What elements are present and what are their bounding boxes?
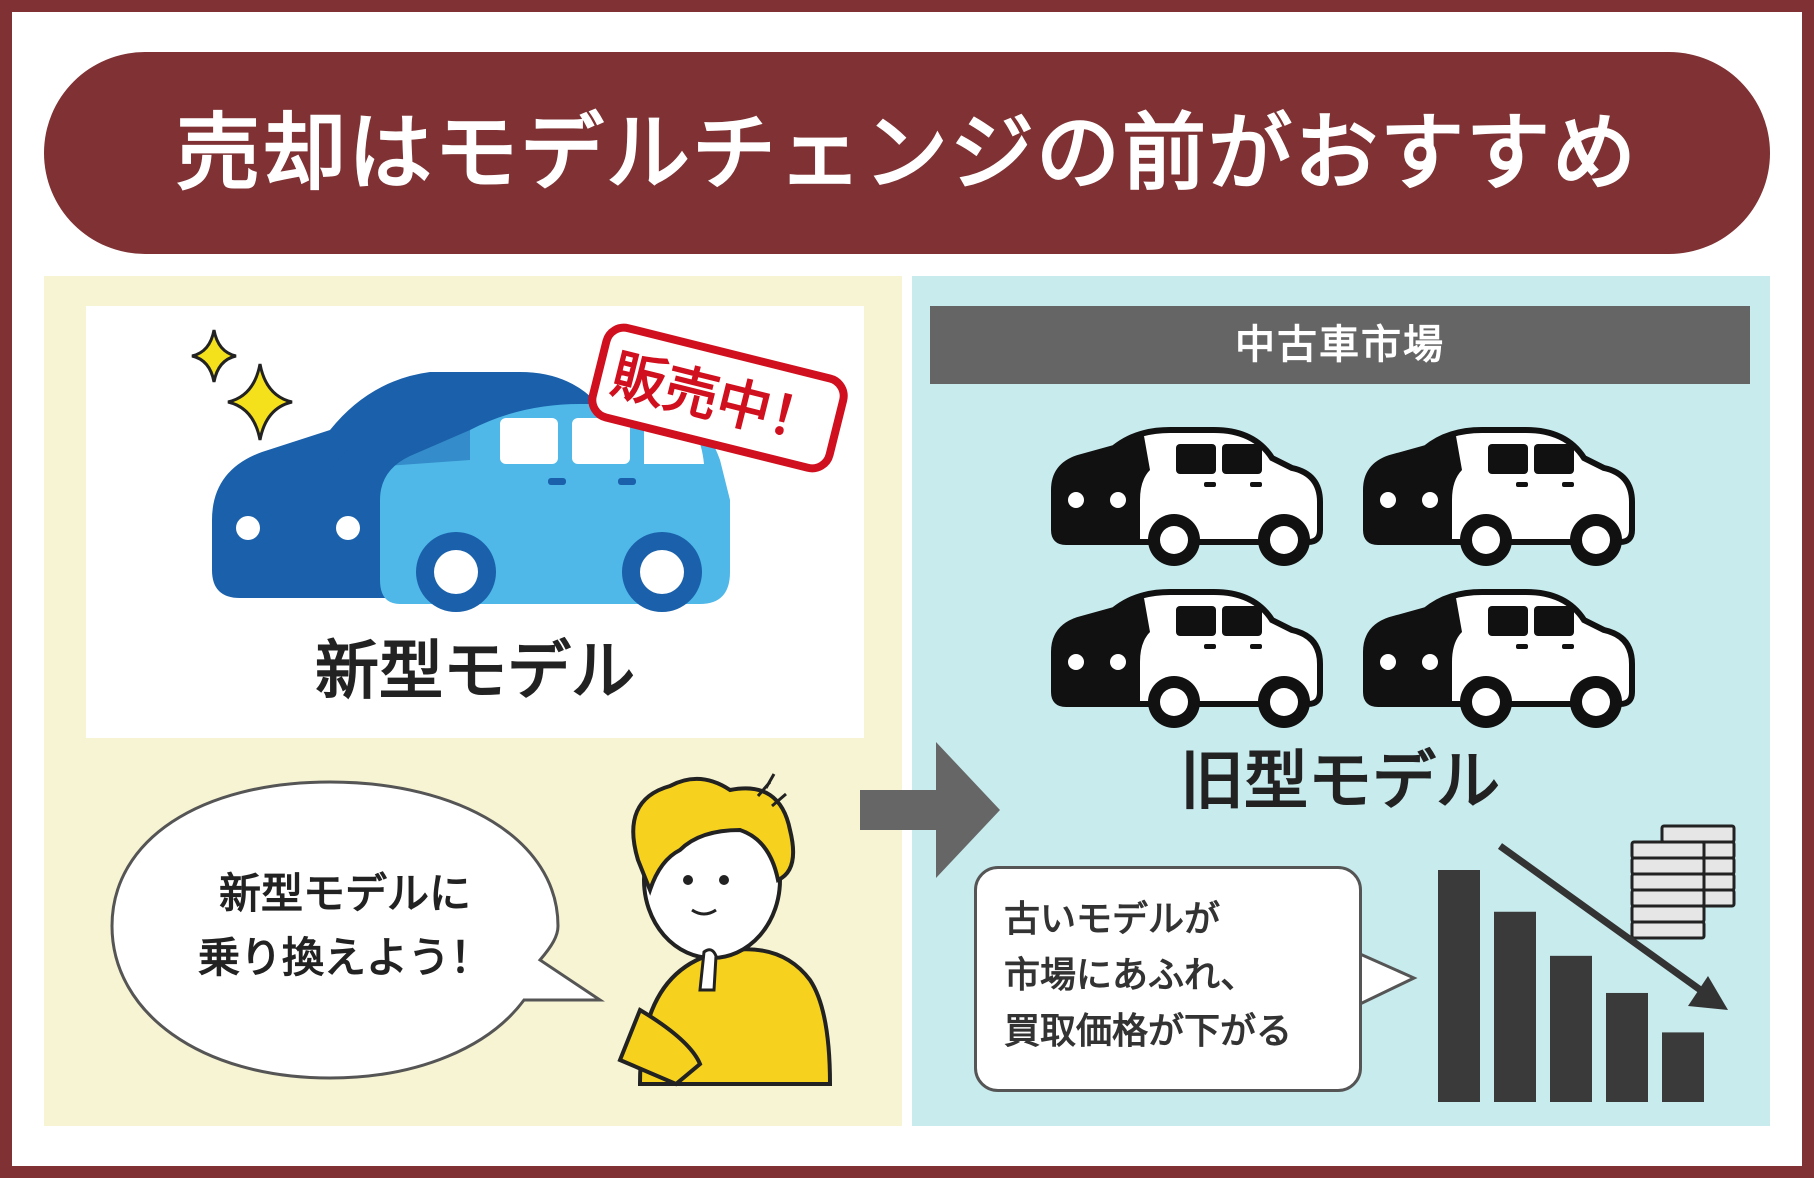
- old-car-icon: [1363, 427, 1635, 566]
- callout-line: 買取価格が下がる: [1004, 1011, 1293, 1052]
- bar: [1550, 955, 1592, 1102]
- callout-tail: [1358, 951, 1418, 1007]
- speech-bubble: [110, 780, 605, 1080]
- down-trend-arrow: [1497, 843, 1728, 1010]
- callout-text: 古いモデルが 市場にあふれ、 買取価格が下がる: [1004, 892, 1354, 1060]
- new-car-icon: [212, 372, 730, 612]
- speech-line: 新型モデルに: [218, 869, 471, 918]
- bar: [1494, 911, 1536, 1102]
- callout-box: [974, 866, 1362, 1092]
- bar: [1606, 992, 1648, 1102]
- title-banner: 売却はモデルチェンジの前がおすすめ: [44, 52, 1770, 254]
- new-model-label: 新型モデル: [315, 635, 635, 709]
- sparkle-icon: [191, 329, 293, 441]
- speech-text: 新型モデルに 乗り換えよう！: [130, 862, 560, 990]
- old-car-icon: [1051, 589, 1323, 728]
- market-header: 中古車市場: [930, 306, 1750, 384]
- price-decline-bars: [1438, 870, 1704, 1102]
- speech-line: 乗り換えよう！: [197, 933, 492, 982]
- page-title: 売却はモデルチェンジの前がおすすめ: [175, 104, 1638, 202]
- old-car-grid: [1051, 427, 1635, 728]
- person-icon: [617, 773, 833, 1087]
- bar: [1438, 870, 1480, 1102]
- callout-line: 古いモデルが: [1004, 899, 1221, 940]
- money-stack-icon: [1630, 824, 1736, 940]
- old-model-label: 旧型モデル: [1180, 745, 1500, 819]
- old-car-icon: [1363, 589, 1635, 728]
- arrow-right-icon: [860, 742, 1000, 878]
- bar: [1662, 1032, 1704, 1102]
- old-car-icon: [1051, 427, 1323, 566]
- callout-line: 市場にあふれ、: [1004, 955, 1257, 996]
